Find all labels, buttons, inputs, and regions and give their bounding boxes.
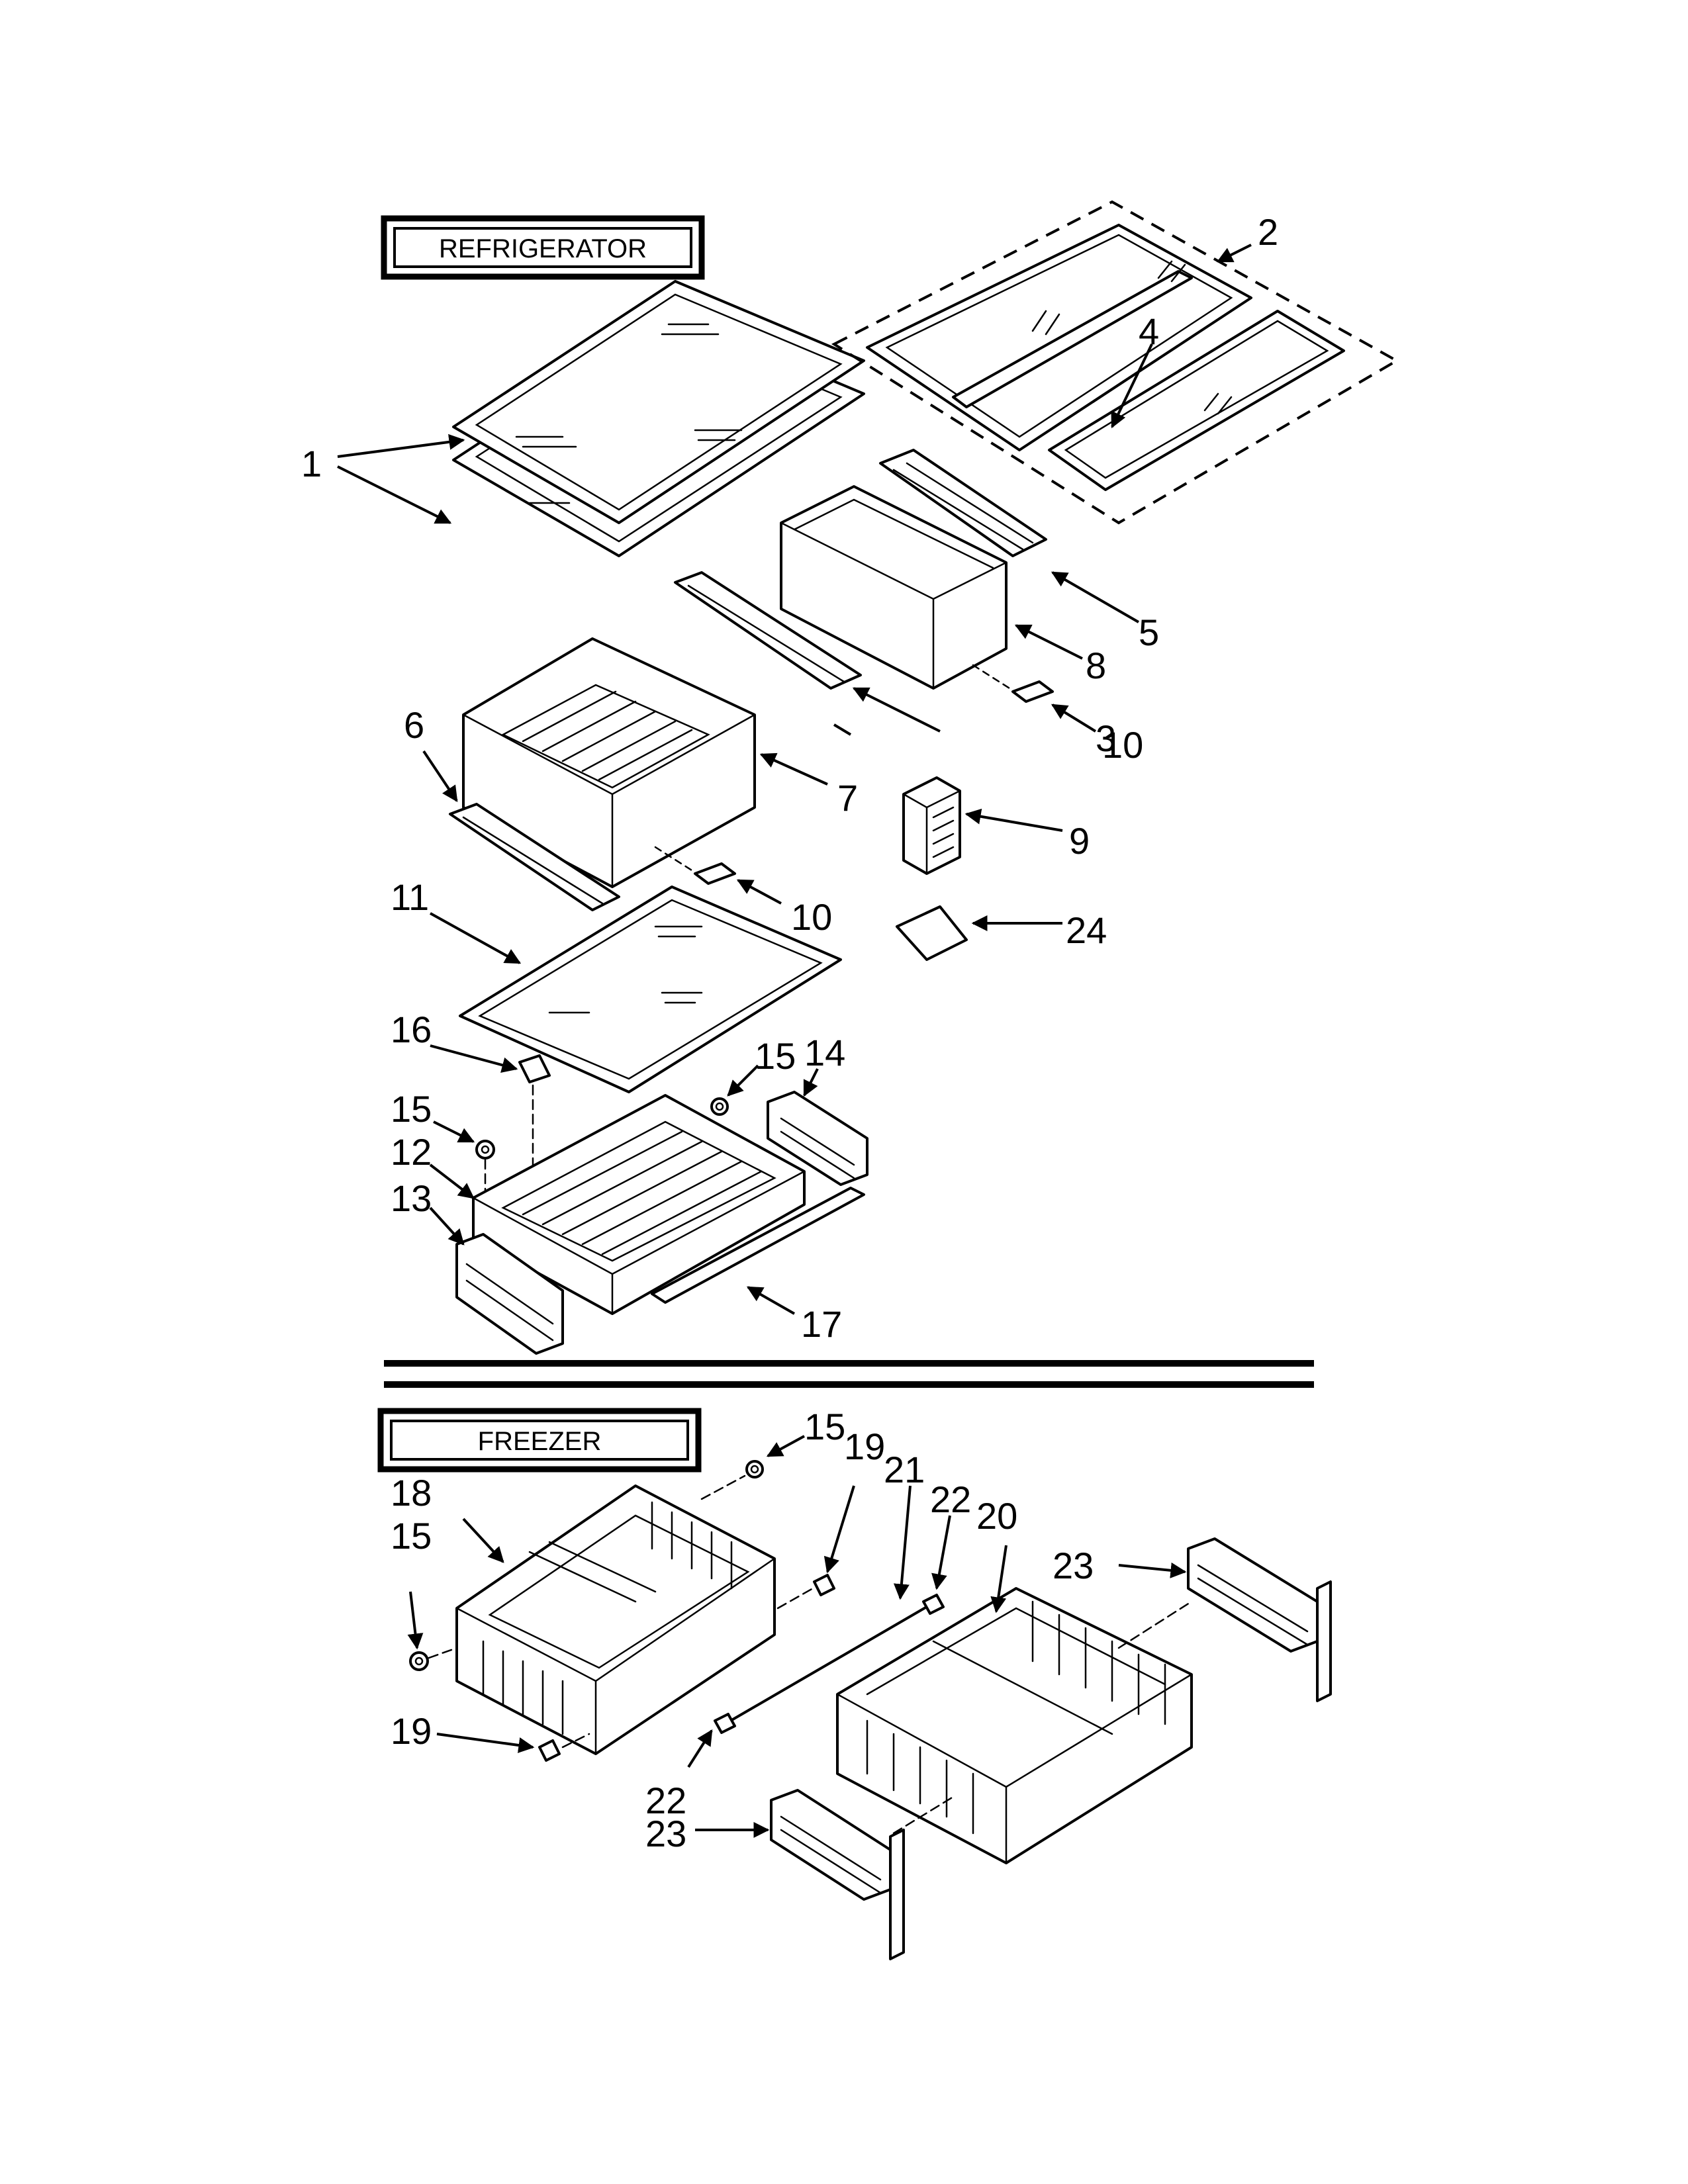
part-21-axle-rod bbox=[724, 1604, 931, 1725]
part-19-axle-end-b bbox=[538, 1733, 590, 1762]
part-1-glass-shelves bbox=[452, 280, 865, 557]
callout-22-a: 22 bbox=[930, 1479, 971, 1520]
callout-23-a: 23 bbox=[1053, 1545, 1094, 1586]
part-15-roller-c bbox=[700, 1460, 764, 1500]
part-15-roller-d bbox=[409, 1647, 458, 1671]
callout-10-lower: 10 bbox=[791, 896, 832, 938]
callout-15-c: 15 bbox=[804, 1406, 845, 1447]
freezer-section-title: FREEZER bbox=[478, 1427, 602, 1456]
part-24-filter-pouch bbox=[896, 905, 968, 961]
part-14-pan-slide-right bbox=[767, 1091, 868, 1186]
part-3-crisper-cover-front bbox=[674, 571, 862, 690]
part-19-axle-end-a bbox=[776, 1574, 835, 1610]
callout-19-b: 19 bbox=[391, 1710, 432, 1752]
callout-7: 7 bbox=[837, 777, 858, 819]
part-22-axle-cap-b bbox=[714, 1713, 736, 1734]
part-8-small-crisper-drawer bbox=[780, 485, 1008, 690]
callout-23-b: 23 bbox=[645, 1813, 686, 1854]
part-16-pan-clip bbox=[518, 1054, 551, 1232]
callout-24: 24 bbox=[1066, 909, 1107, 951]
callout-17: 17 bbox=[801, 1303, 842, 1345]
part-6-crisper-slide-left bbox=[449, 803, 620, 911]
callout-21: 21 bbox=[884, 1449, 925, 1490]
refrigerator-section-label: REFRIGERATOR bbox=[381, 215, 705, 280]
part-22-axle-cap-a bbox=[922, 1594, 945, 1615]
part-17-trim-strip bbox=[651, 1187, 865, 1304]
part-12-deli-pan bbox=[472, 1094, 806, 1315]
section-divider bbox=[384, 1360, 1314, 1388]
callout-14: 14 bbox=[804, 1032, 845, 1073]
callout-15-b: 15 bbox=[391, 1088, 432, 1130]
freezer-section-label: FREEZER bbox=[377, 1408, 702, 1473]
callout-15-d: 15 bbox=[391, 1515, 432, 1557]
callout-9: 9 bbox=[1069, 820, 1090, 862]
callout-13: 13 bbox=[391, 1177, 432, 1219]
part-20-lower-freezer-basket bbox=[836, 1587, 1193, 1864]
callout-6: 6 bbox=[404, 704, 424, 746]
part-11-glass-shelf bbox=[459, 886, 842, 1093]
callout-20: 20 bbox=[976, 1495, 1017, 1537]
part-18-upper-freezer-basket bbox=[455, 1484, 776, 1755]
callout-5: 5 bbox=[1139, 612, 1159, 653]
refrigerator-section-title: REFRIGERATOR bbox=[439, 234, 647, 263]
part-23-freezer-slide-right bbox=[1117, 1537, 1332, 1702]
callout-22-b: 22 bbox=[645, 1780, 686, 1821]
callout-18: 18 bbox=[391, 1472, 432, 1514]
callout-2: 2 bbox=[1258, 211, 1278, 253]
callout-16: 16 bbox=[391, 1009, 432, 1050]
callout-1: 1 bbox=[301, 443, 322, 484]
callout-15-a: 15 bbox=[755, 1035, 796, 1077]
part-10-humidity-slider-lower bbox=[654, 846, 736, 885]
callout-19-a: 19 bbox=[844, 1426, 885, 1467]
leader-lines bbox=[337, 244, 1252, 1838]
callout-8: 8 bbox=[1086, 645, 1106, 686]
callout-4: 4 bbox=[1139, 310, 1159, 352]
callout-10-upper: 10 bbox=[1102, 724, 1143, 766]
part-15-roller-a bbox=[710, 1097, 729, 1116]
part-2-crisper-cover-assembly bbox=[831, 200, 1400, 525]
callout-12: 12 bbox=[391, 1131, 432, 1173]
part-23-freezer-slide-left bbox=[770, 1789, 955, 1960]
callout-3: 3 bbox=[1096, 717, 1116, 759]
part-7-large-crisper-drawer bbox=[462, 637, 756, 888]
part-13-pan-slide-left bbox=[455, 1233, 564, 1355]
callout-11: 11 bbox=[391, 876, 429, 918]
callout-labels: 1 2 3 4 5 6 7 8 9 10 10 11 12 13 14 15 1… bbox=[301, 211, 1278, 1854]
part-9-air-filter-housing bbox=[902, 776, 961, 875]
part-10-humidity-slider-upper bbox=[972, 664, 1054, 703]
part-5-crisper-slide bbox=[879, 449, 1047, 557]
